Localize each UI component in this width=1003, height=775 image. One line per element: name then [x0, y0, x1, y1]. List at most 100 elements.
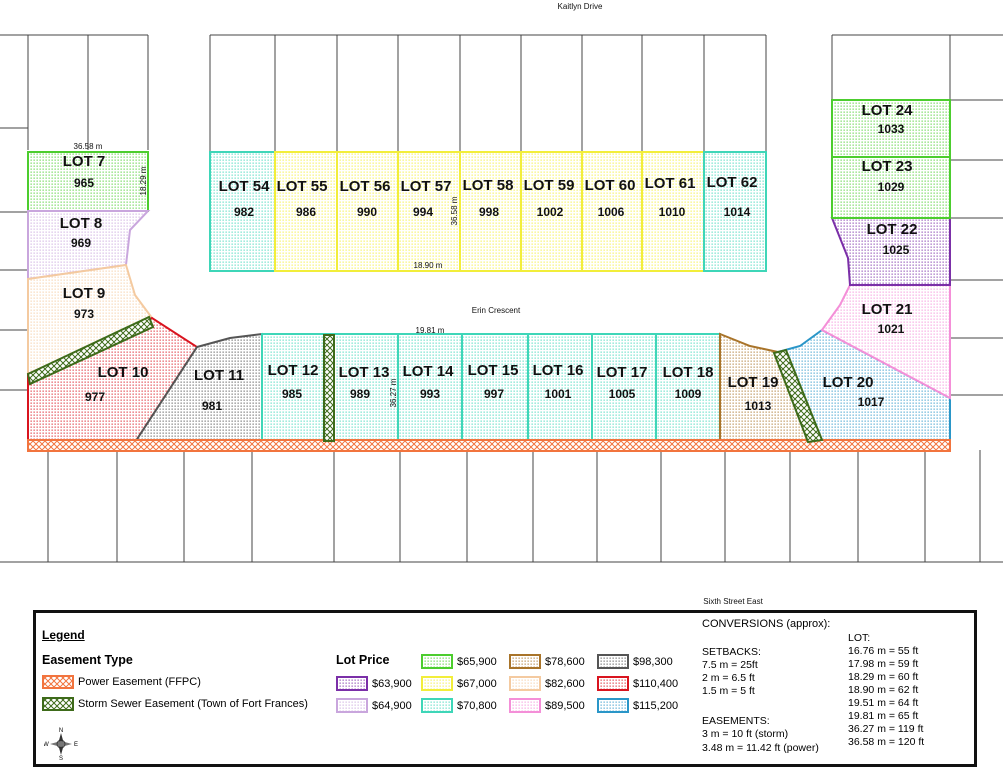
lot-15-address: 997 [484, 387, 504, 401]
lot-21[interactable]: LOT 21 1021 [820, 284, 951, 400]
legend-storm-easement: Storm Sewer Easement (Town of Fort Franc… [42, 697, 308, 711]
easements [26, 315, 951, 452]
price-legend-item: $98,300 [597, 654, 673, 669]
lot-23[interactable]: LOT 23 1029 [831, 156, 951, 219]
price-legend-item: $115,200 [597, 698, 678, 713]
lot-21-label: LOT 21 [862, 301, 913, 318]
price-swatch [421, 676, 453, 691]
lot-12-label: LOT 12 [268, 362, 319, 379]
lot-54[interactable]: LOT 54 982 [209, 151, 276, 272]
lot-16-address: 1001 [545, 387, 572, 401]
price-label: $63,900 [372, 677, 412, 690]
lot-8-address: 969 [71, 236, 91, 250]
price-legend-item: $65,900 [421, 654, 497, 669]
lot-58-label: LOT 58 [463, 177, 514, 194]
lot-9[interactable]: LOT 9 973 [27, 263, 154, 376]
lot-14-label: LOT 14 [403, 363, 455, 380]
price-legend-item: $63,900 [336, 676, 412, 691]
conversions-title: CONVERSIONS (approx): [702, 618, 831, 630]
storm-easement-lot12 [323, 334, 335, 442]
price-swatch [336, 676, 368, 691]
lot-11-label: LOT 11 [194, 367, 244, 384]
storm-easement-lot19 [772, 348, 824, 444]
lot-23-label: LOT 23 [862, 158, 913, 175]
lot-62-parcel[interactable] [703, 151, 767, 272]
price-legend-item: $67,000 [421, 676, 497, 691]
price-label: $82,600 [545, 677, 585, 690]
lot-13-address: 989 [350, 387, 370, 401]
lot-9-address: 973 [74, 307, 94, 321]
price-swatch [509, 676, 541, 691]
easement-conv-2: 3.48 m = 11.42 ft (power) [702, 742, 819, 754]
lot-59-address: 1002 [537, 205, 564, 219]
lot-9-label: LOT 9 [63, 285, 106, 302]
lot-24-label: LOT 24 [862, 102, 914, 119]
price-swatch [509, 698, 541, 713]
street-erin-crescent: Erin Crescent [472, 306, 521, 315]
setback-2: 2 m = 6.5 ft [702, 672, 755, 684]
lot-23-address: 1029 [878, 180, 905, 194]
lot-61-address: 1010 [659, 205, 686, 219]
lot-19-label: LOT 19 [728, 374, 779, 391]
price-swatch [509, 654, 541, 669]
price-swatch [336, 698, 368, 713]
dim-north-depth: 36.58 m [450, 196, 459, 225]
price-swatch [597, 654, 629, 669]
easements-title: EASEMENTS: [702, 715, 770, 727]
lot-22-label: LOT 22 [867, 221, 918, 238]
lot-54-address: 982 [234, 205, 254, 219]
lot-24-address: 1033 [878, 122, 905, 136]
lot-conv-7: 36.27 m = 119 ft [848, 723, 924, 735]
lot-57-label: LOT 57 [401, 178, 452, 195]
price-label: $89,500 [545, 699, 585, 712]
legend-title: Legend [42, 628, 85, 642]
lot-24[interactable]: LOT 24 1033 [831, 99, 951, 158]
lot-24-parcel[interactable] [831, 99, 951, 158]
svg-text:W: W [44, 742, 49, 748]
setback-1: 7.5 m = 25ft [702, 659, 758, 671]
price-label: $98,300 [633, 655, 673, 668]
power-easement-swatch [42, 675, 74, 689]
lot-56-label: LOT 56 [340, 178, 391, 195]
lot-15-label: LOT 15 [468, 362, 519, 379]
storm-easement-label: Storm Sewer Easement (Town of Fort Franc… [78, 698, 308, 710]
legend-power-easement: Power Easement (FFPC) [42, 675, 201, 689]
lot-12-address: 985 [282, 387, 302, 401]
power-easement [27, 439, 951, 452]
lot-8-parcel[interactable] [27, 210, 151, 281]
lot-12[interactable]: LOT 12 985 [261, 333, 335, 451]
price-legend-item: $70,800 [421, 698, 497, 713]
lot-18-label: LOT 18 [663, 364, 714, 381]
lot-15[interactable]: LOT 15 997 [461, 333, 529, 451]
dim-lot7-depth: 18.29 m [139, 166, 148, 195]
dim-south-width: 19.81 m [416, 326, 445, 335]
lot-8-label: LOT 8 [60, 215, 103, 232]
price-label: $115,200 [633, 699, 679, 712]
price-legend-item: $82,600 [509, 676, 585, 691]
power-easement-label: Power Easement (FFPC) [78, 676, 201, 688]
price-legend-item: $78,600 [509, 654, 585, 669]
compass-rose-icon: N S E W [44, 728, 78, 761]
lot-21-address: 1021 [878, 322, 905, 336]
lot-14-address: 993 [420, 387, 440, 401]
lot-10-label: LOT 10 [98, 364, 149, 381]
lot-54-label: LOT 54 [219, 178, 271, 195]
lot-8[interactable]: LOT 8 969 [27, 210, 151, 281]
lot-9-parcel[interactable] [27, 263, 154, 376]
lot-14[interactable]: LOT 14 993 [397, 333, 463, 451]
